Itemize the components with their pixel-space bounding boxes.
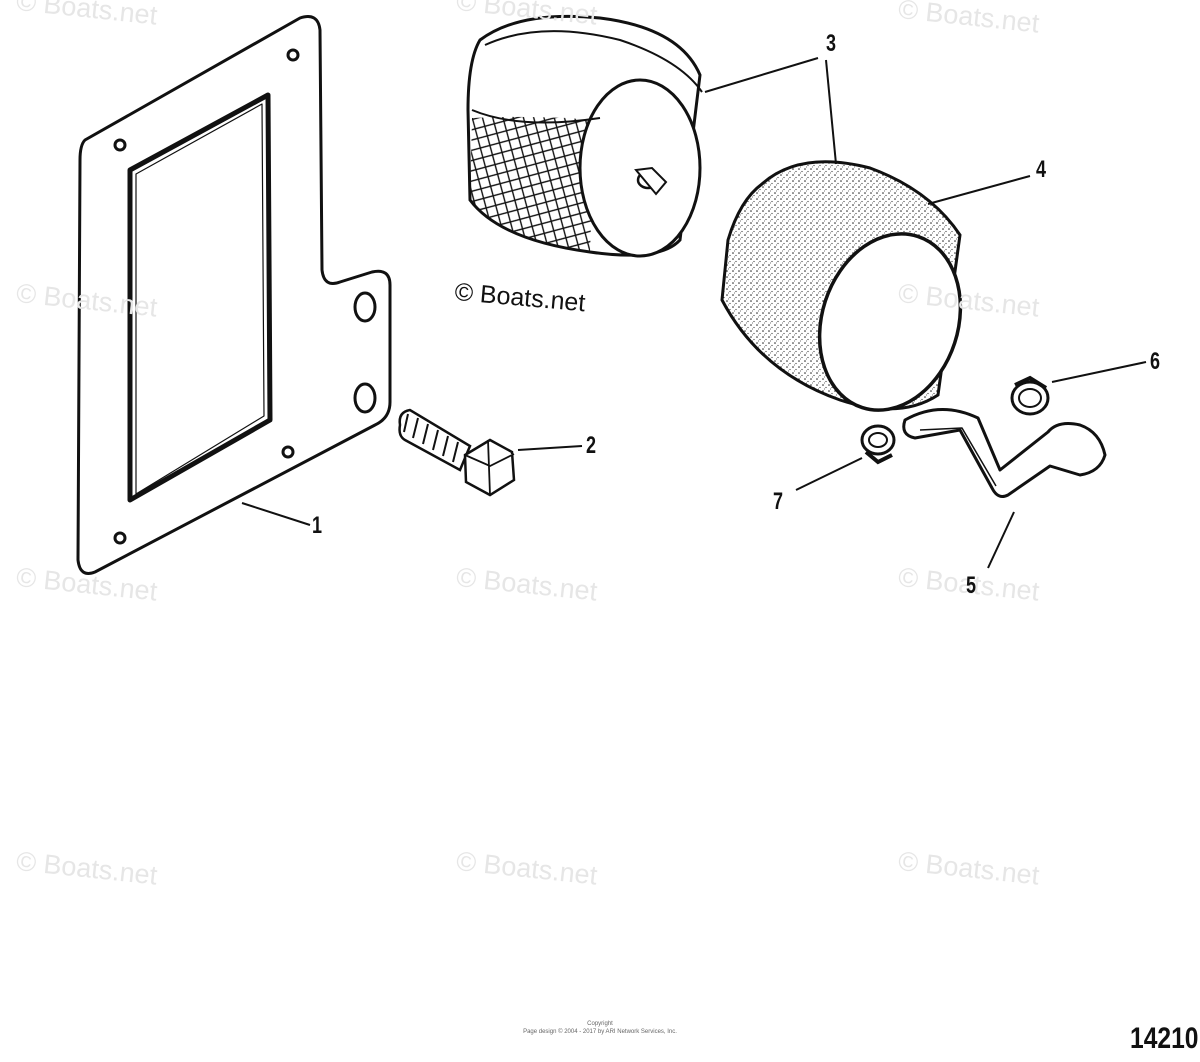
hose-clamp-part-6 <box>1010 375 1050 416</box>
leader-line-2 <box>517 445 583 451</box>
leader-line-3b <box>825 59 837 165</box>
copyright-notice: Copyright Page design © 2004 - 2017 by A… <box>0 1020 1200 1036</box>
copyright-line-1: Copyright <box>587 1021 613 1027</box>
callout-2: 2 <box>586 432 597 459</box>
leader-line-5 <box>987 511 1015 569</box>
leader-lines <box>241 57 1147 569</box>
figure-number: 14210 <box>1129 1022 1198 1055</box>
callout-3: 3 <box>826 30 837 57</box>
callout-6: 6 <box>1150 348 1161 375</box>
leader-line-3a <box>704 57 819 93</box>
callout-7: 7 <box>773 488 784 515</box>
hose-clamp-part-7 <box>860 424 896 465</box>
callout-1: 1 <box>312 512 323 539</box>
callout-4: 4 <box>1036 156 1047 183</box>
vent-hose-part-5 <box>902 408 1107 498</box>
foam-sleeve-part-4 <box>720 160 963 412</box>
copyright-line-2: Page design © 2004 - 2017 by ARI Network… <box>523 1029 677 1035</box>
leader-line-1 <box>241 502 311 526</box>
gasket-bracket-part-1 <box>76 15 392 575</box>
leader-line-7 <box>795 457 863 491</box>
callout-5: 5 <box>966 572 977 599</box>
leader-line-4 <box>927 175 1031 205</box>
hex-bolt-part-2 <box>398 408 516 497</box>
leader-line-6 <box>1051 361 1147 383</box>
filter-element-part-3 <box>466 14 703 258</box>
